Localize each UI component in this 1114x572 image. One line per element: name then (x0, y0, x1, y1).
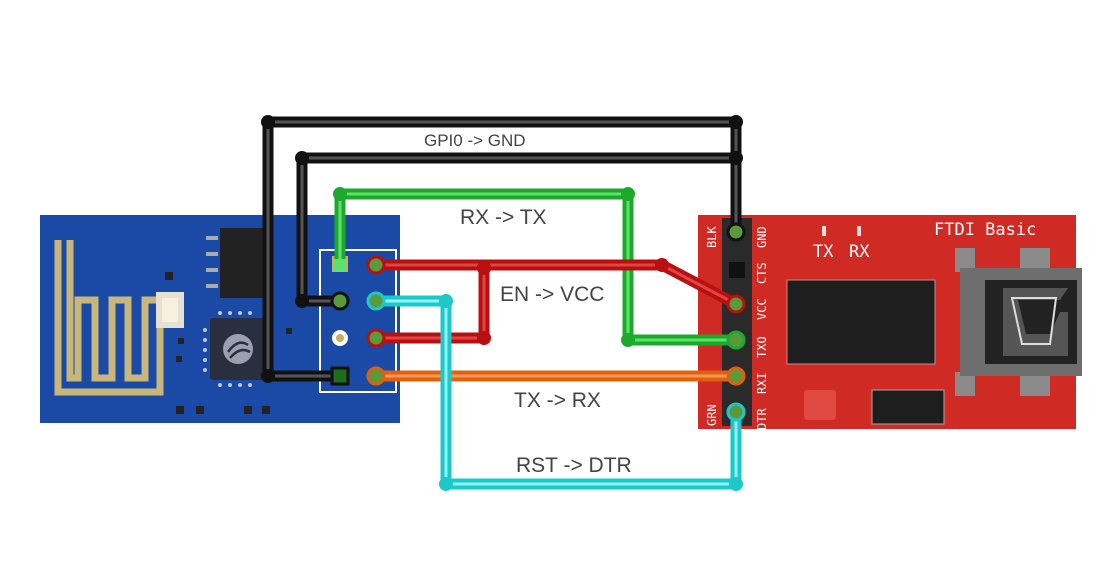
espressif-logo-icon (223, 334, 253, 364)
pin-label-rxi: RXI (755, 372, 769, 394)
ftdi-pad (804, 390, 836, 420)
pin-label-grn: GRN (705, 404, 719, 426)
label-en-vcc: EN -> VCC (500, 283, 604, 306)
pin-label-cts: CTS (755, 262, 769, 284)
wire-junction-dots (261, 115, 743, 491)
label-rx-tx: RX -> TX (460, 206, 547, 229)
ftdi-pin-endpoints (726, 222, 746, 422)
usb-connector (955, 248, 1082, 396)
pin-label-dtr: DTR (755, 408, 769, 430)
esp-header-outline (319, 249, 397, 393)
pin-label-gnd: GND (755, 226, 769, 248)
ftdi-led-tx-label: TX (813, 242, 834, 262)
wire-gpio0-gnd (296, 152, 742, 307)
pin-label-vcc: VCC (755, 298, 769, 320)
ftdi-title: FTDI Basic (934, 220, 1036, 240)
pin-label-blk: BLK (705, 226, 719, 248)
label-tx-rx: TX -> RX (514, 389, 601, 412)
esp01-board (40, 215, 400, 423)
antenna-trace (54, 240, 164, 396)
ftdi-pin-strip (722, 218, 752, 426)
ftdi-board: FTDI Basic TX RX BLK GRN GND CTS VCC TXO… (698, 215, 1082, 430)
label-rst-dtr: RST -> DTR (516, 454, 632, 477)
crystal-component (220, 228, 270, 298)
ftdi-chip (786, 279, 936, 365)
label-gpio0-gnd: GPI0 -> GND (424, 131, 526, 150)
esp-pin-endpoints (330, 255, 386, 386)
ftdi-led-rx-label: RX (849, 242, 870, 262)
pin-label-txo: TXO (755, 336, 769, 358)
ftdi-regulator (871, 389, 945, 425)
